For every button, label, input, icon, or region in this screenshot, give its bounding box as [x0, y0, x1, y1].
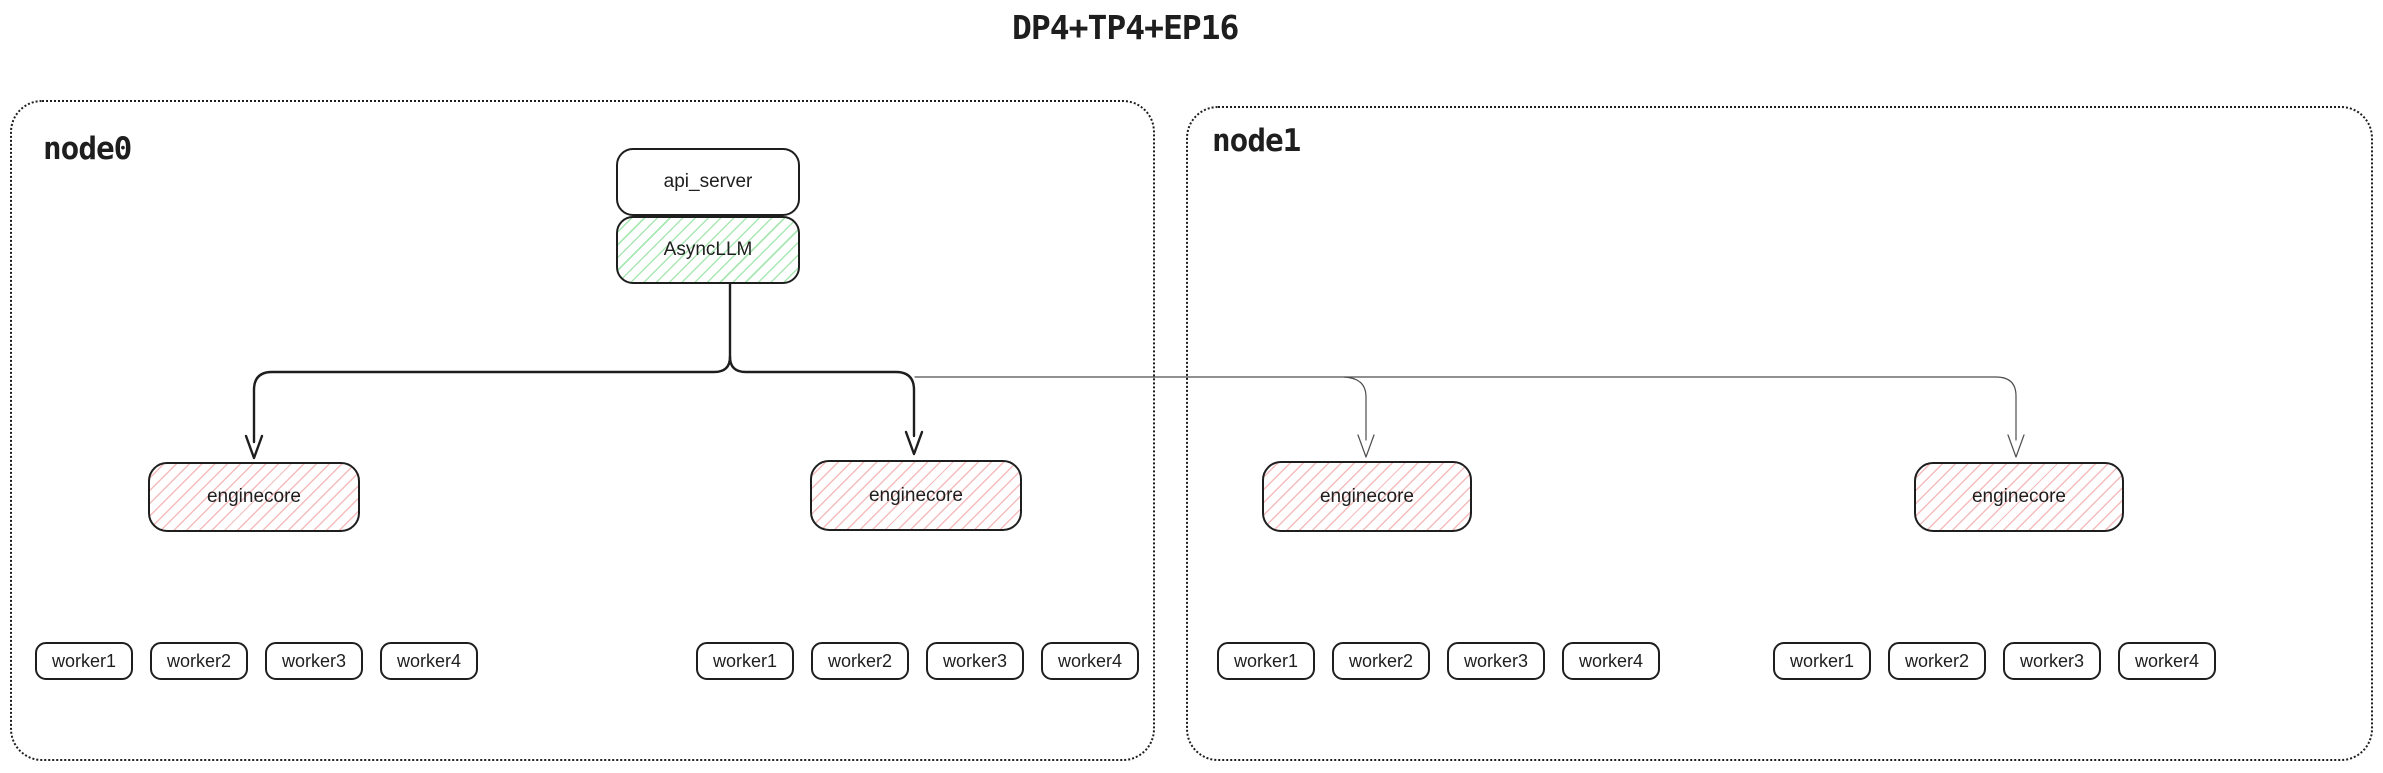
worker-group-node1-2: worker1 worker2 worker3 worker4 [1773, 642, 2216, 680]
asyncllm-box: AsyncLLM [616, 216, 800, 284]
worker-box: worker2 [1332, 642, 1430, 680]
enginecore-label: enginecore [1319, 485, 1415, 507]
diagram-title: DP4+TP4+EP16 [1012, 8, 1239, 47]
worker-box: worker3 [265, 642, 363, 680]
worker-box: worker3 [2003, 642, 2101, 680]
worker-box: worker3 [926, 642, 1024, 680]
worker-box: worker1 [696, 642, 794, 680]
api-server-label: api_server [663, 171, 753, 192]
worker-box: worker4 [1562, 642, 1660, 680]
enginecore-box-node1-2: enginecore [1914, 462, 2124, 532]
worker-box: worker1 [1773, 642, 1871, 680]
worker-box: worker2 [150, 642, 248, 680]
node1-label: node1 [1212, 123, 1301, 159]
enginecore-box-node0-2: enginecore [810, 460, 1022, 531]
worker-box: worker4 [1041, 642, 1139, 680]
enginecore-label: enginecore [868, 484, 964, 506]
asyncllm-label: AsyncLLM [663, 239, 753, 260]
worker-box: worker2 [811, 642, 909, 680]
worker-box: worker2 [1888, 642, 1986, 680]
worker-box: worker1 [1217, 642, 1315, 680]
worker-group-node0-2: worker1 worker2 worker3 worker4 [696, 642, 1139, 680]
enginecore-box-node1-1: enginecore [1262, 461, 1472, 532]
worker-box: worker4 [2118, 642, 2216, 680]
worker-box: worker4 [380, 642, 478, 680]
api-server-box: api_server [616, 148, 800, 216]
enginecore-label: enginecore [1971, 486, 2067, 507]
worker-group-node0-1: worker1 worker2 worker3 worker4 [35, 642, 478, 680]
worker-box: worker1 [35, 642, 133, 680]
worker-box: worker3 [1447, 642, 1545, 680]
enginecore-box-node0-1: enginecore [148, 462, 360, 532]
enginecore-label: enginecore [206, 486, 302, 507]
worker-group-node1-1: worker1 worker2 worker3 worker4 [1217, 642, 1660, 680]
node0-label: node0 [43, 131, 132, 167]
